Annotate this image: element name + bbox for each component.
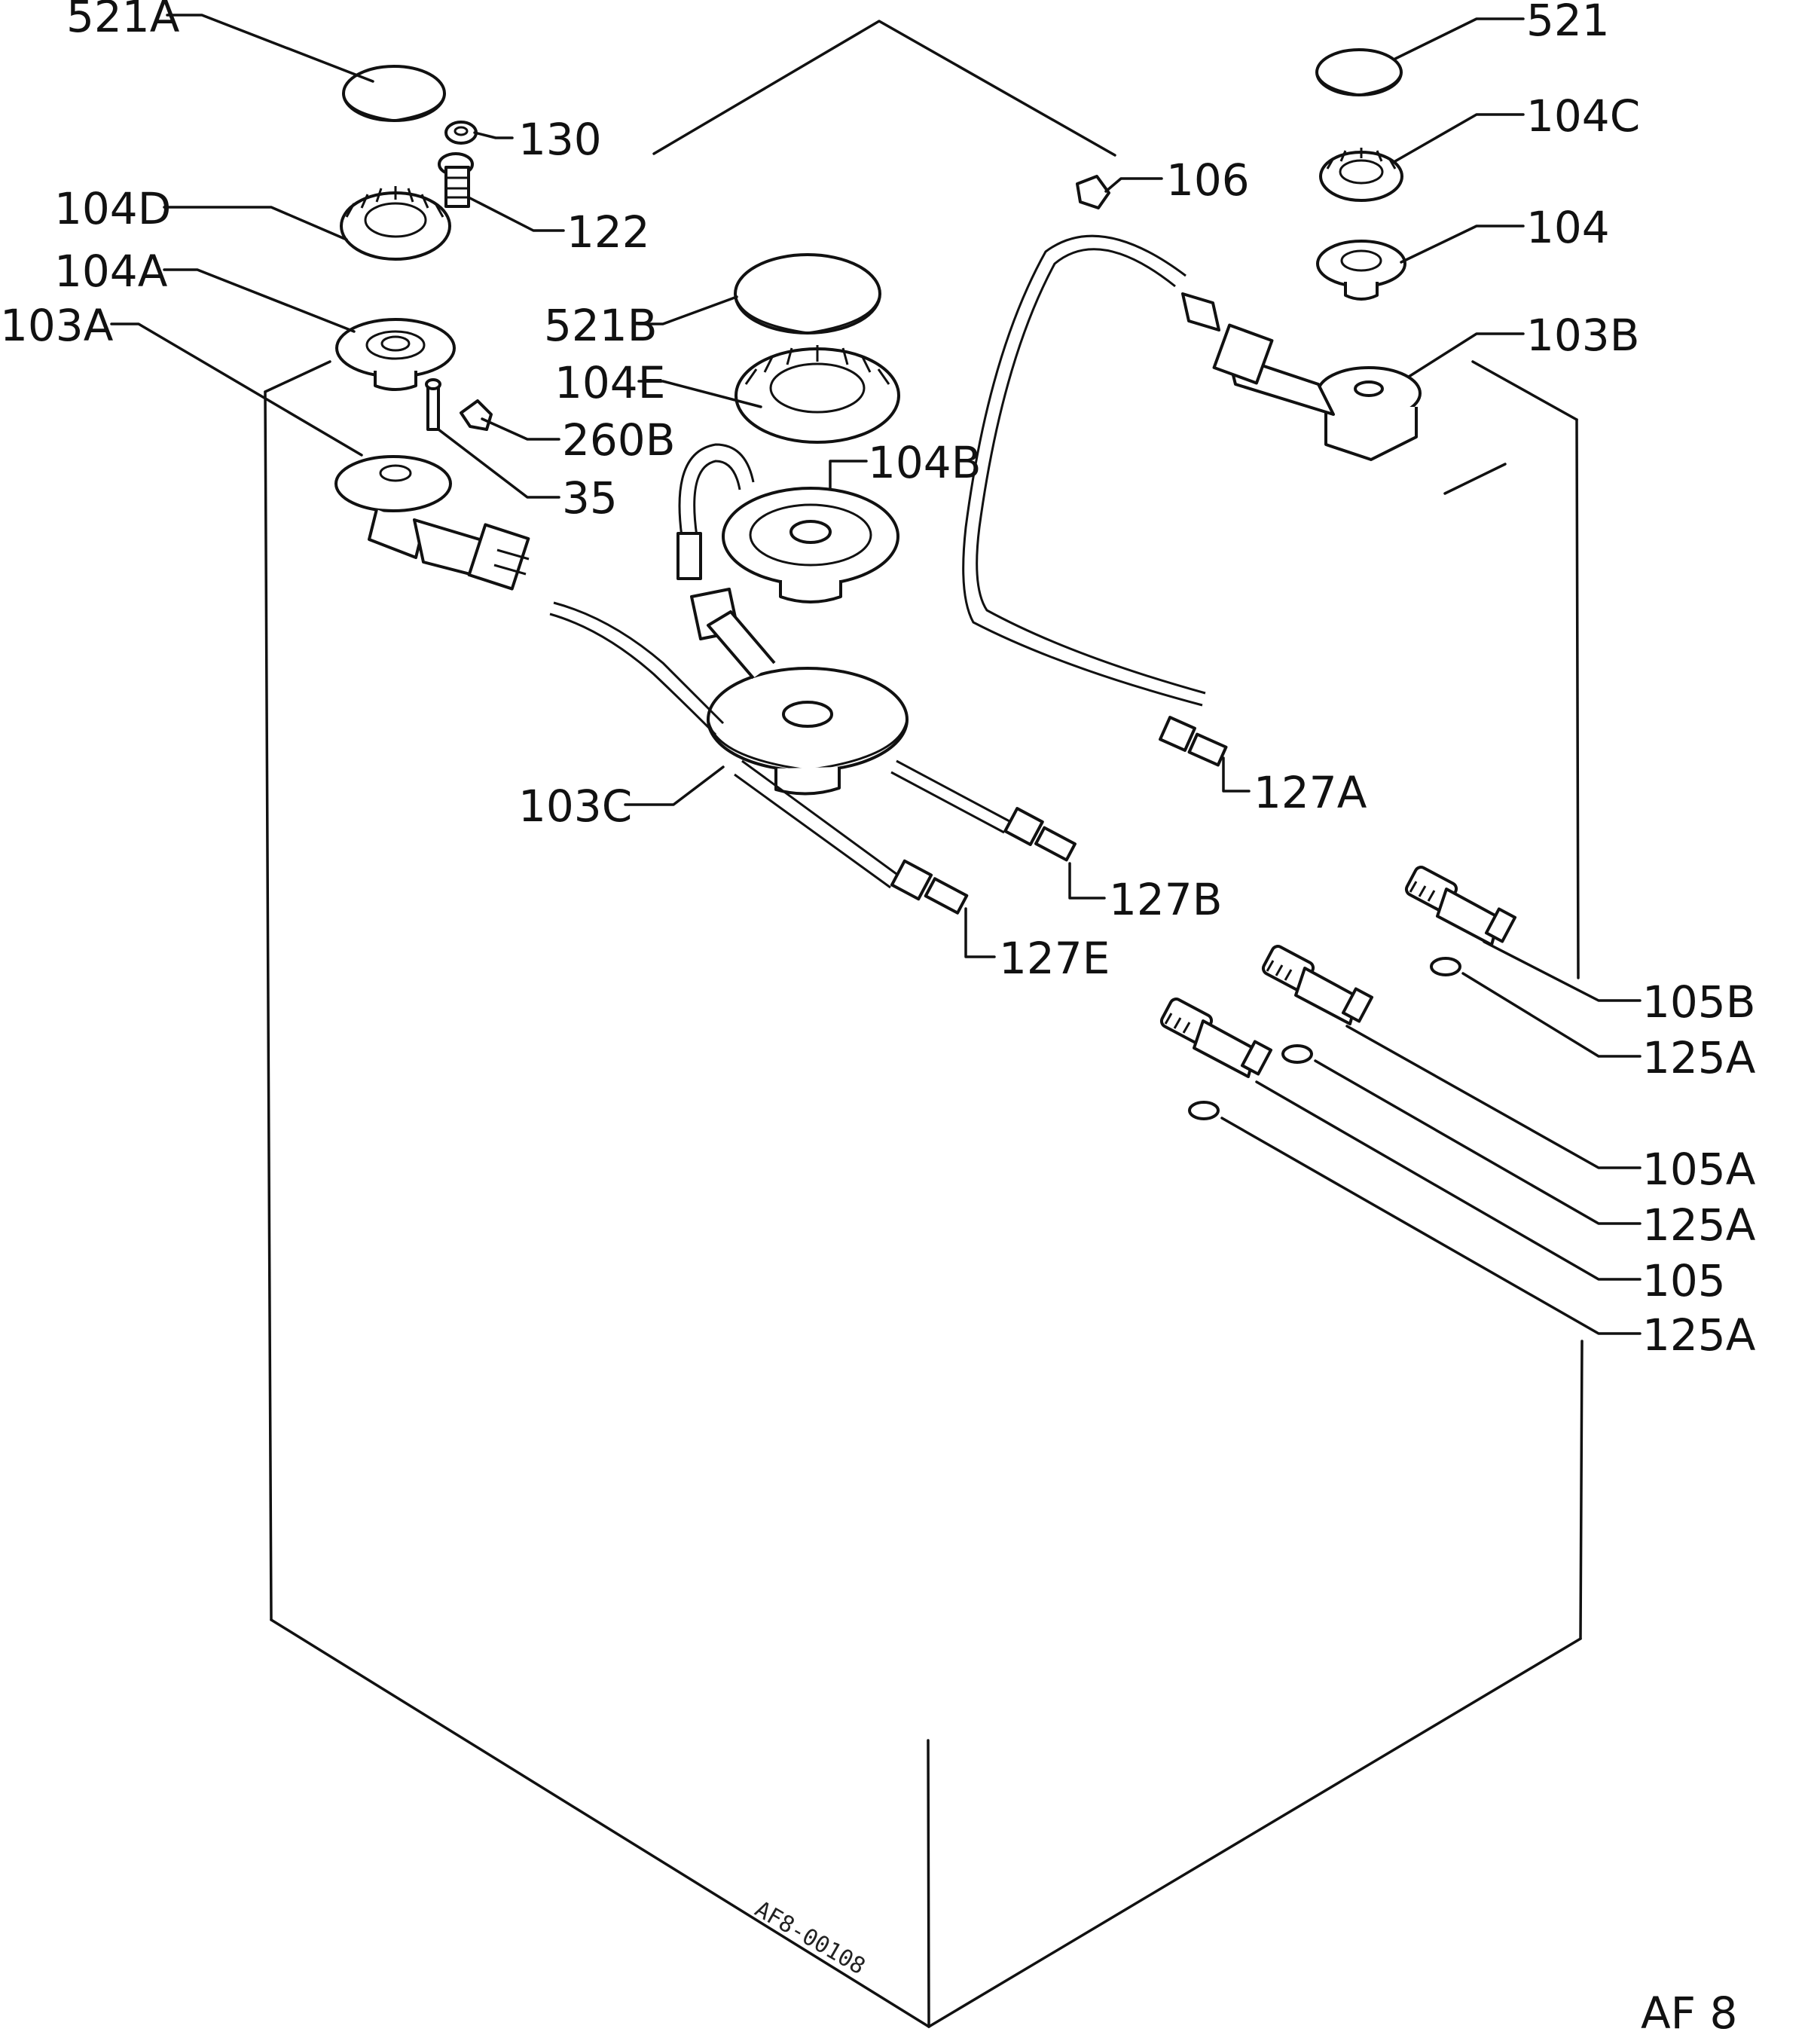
label-127b: 127B	[1109, 874, 1223, 925]
label-104c: 104C	[1526, 90, 1640, 142]
burner-body-103c	[707, 610, 909, 796]
leader-lines	[110, 14, 1642, 1335]
gas-tap-105a	[1261, 945, 1374, 1025]
cabinet-outline	[264, 20, 1584, 2028]
burner-body-103b	[1181, 292, 1422, 461]
label-125a-2: 125A	[1642, 1199, 1756, 1251]
burner-crown-104b	[722, 487, 899, 603]
gas-tap-105b	[1404, 866, 1517, 946]
clip-260b	[460, 399, 493, 431]
label-105: 105	[1642, 1255, 1726, 1306]
jet-fitting-122	[438, 152, 474, 208]
label-103a: 103A	[0, 300, 114, 351]
gas-pipe-127e	[549, 601, 969, 915]
flame-spreader-104d	[340, 186, 451, 261]
drawing-code: AF8-00108	[750, 1896, 869, 1981]
label-521: 521	[1526, 0, 1610, 46]
label-104b: 104B	[868, 437, 982, 488]
label-127e: 127E	[999, 933, 1110, 984]
small-nut-130	[444, 121, 478, 145]
label-260b: 260B	[562, 414, 676, 466]
label-104d: 104D	[54, 183, 171, 234]
label-35: 35	[562, 472, 618, 524]
label-104e: 104E	[554, 357, 665, 408]
figure-code: AF 8	[1641, 1987, 1737, 2039]
label-103c: 103C	[518, 781, 632, 832]
part-labels: 521A 130 122 104D 104A 103A 521B 104E 26…	[0, 0, 1756, 1361]
label-521b: 521B	[544, 300, 658, 351]
washer-125a-1	[1430, 957, 1461, 976]
washer-125a-2	[1281, 1044, 1313, 1064]
label-106: 106	[1166, 154, 1250, 206]
label-103b: 103B	[1526, 310, 1640, 361]
gas-pipe-127a	[962, 234, 1228, 767]
label-105b: 105B	[1642, 976, 1756, 1028]
label-104: 104	[1526, 202, 1610, 253]
injector-106	[1076, 175, 1110, 209]
label-125a-3: 125A	[1642, 1309, 1756, 1361]
burner-cap-521b	[734, 253, 881, 335]
label-122: 122	[567, 206, 650, 258]
flame-spreader-104c	[1319, 148, 1403, 202]
burner-body-103a	[334, 455, 530, 591]
flame-spreader-104e	[734, 345, 900, 444]
label-105a: 105A	[1642, 1144, 1756, 1195]
burner-cap-521	[1315, 48, 1403, 96]
gas-tap-105	[1159, 998, 1273, 1078]
label-104a: 104A	[54, 246, 168, 297]
thermocouple-35	[425, 378, 441, 431]
burner-crown-104	[1316, 240, 1406, 301]
washer-125a-3	[1188, 1101, 1220, 1120]
gas-pipe-127b	[890, 759, 1077, 862]
label-130: 130	[518, 114, 602, 165]
label-125a-1: 125A	[1642, 1032, 1756, 1083]
label-521a: 521A	[66, 0, 180, 42]
label-127a: 127A	[1254, 767, 1367, 818]
burner-crown-104a	[335, 318, 456, 391]
